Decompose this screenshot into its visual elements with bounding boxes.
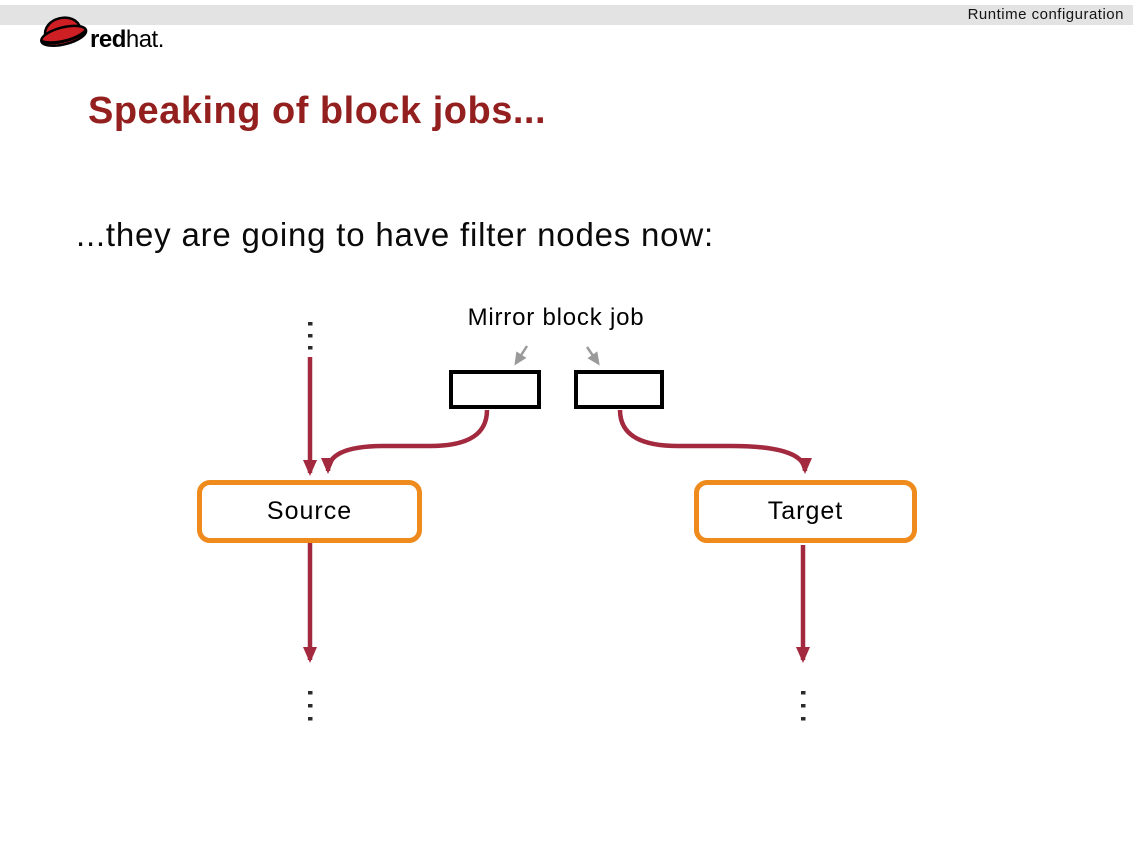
filter-node-target	[574, 370, 664, 409]
right-filter-to-target-arrow	[617, 409, 812, 474]
target-node-label: Target	[767, 497, 844, 525]
redhat-logo: redhat.	[36, 1, 186, 53]
header-bar: Runtime configuration	[0, 5, 1133, 25]
mirror-block-job-label: Mirror block job	[467, 304, 645, 331]
source-node-label: Source	[266, 497, 353, 525]
vertical-ellipsis-top	[308, 322, 313, 350]
vertical-ellipsis-bottom-target	[801, 691, 806, 721]
wordmark-red: red	[90, 26, 126, 53]
target-node: Target	[694, 480, 917, 543]
source-node: Source	[197, 480, 422, 543]
fedora-icon	[40, 16, 88, 47]
label-to-left-node-arrow	[514, 345, 529, 366]
body-text: ...they are going to have filter nodes n…	[76, 216, 714, 253]
vertical-ellipsis-bottom-source	[308, 691, 313, 721]
filter-node-source	[449, 370, 541, 409]
left-filter-to-source-arrow	[321, 409, 490, 474]
wordmark-hat: hat.	[125, 26, 165, 53]
section-label: Runtime configuration	[967, 6, 1124, 23]
label-to-right-node-arrow	[585, 346, 600, 366]
redhat-wordmark: redhat.	[90, 26, 164, 54]
page-title: Speaking of block jobs...	[88, 90, 547, 132]
